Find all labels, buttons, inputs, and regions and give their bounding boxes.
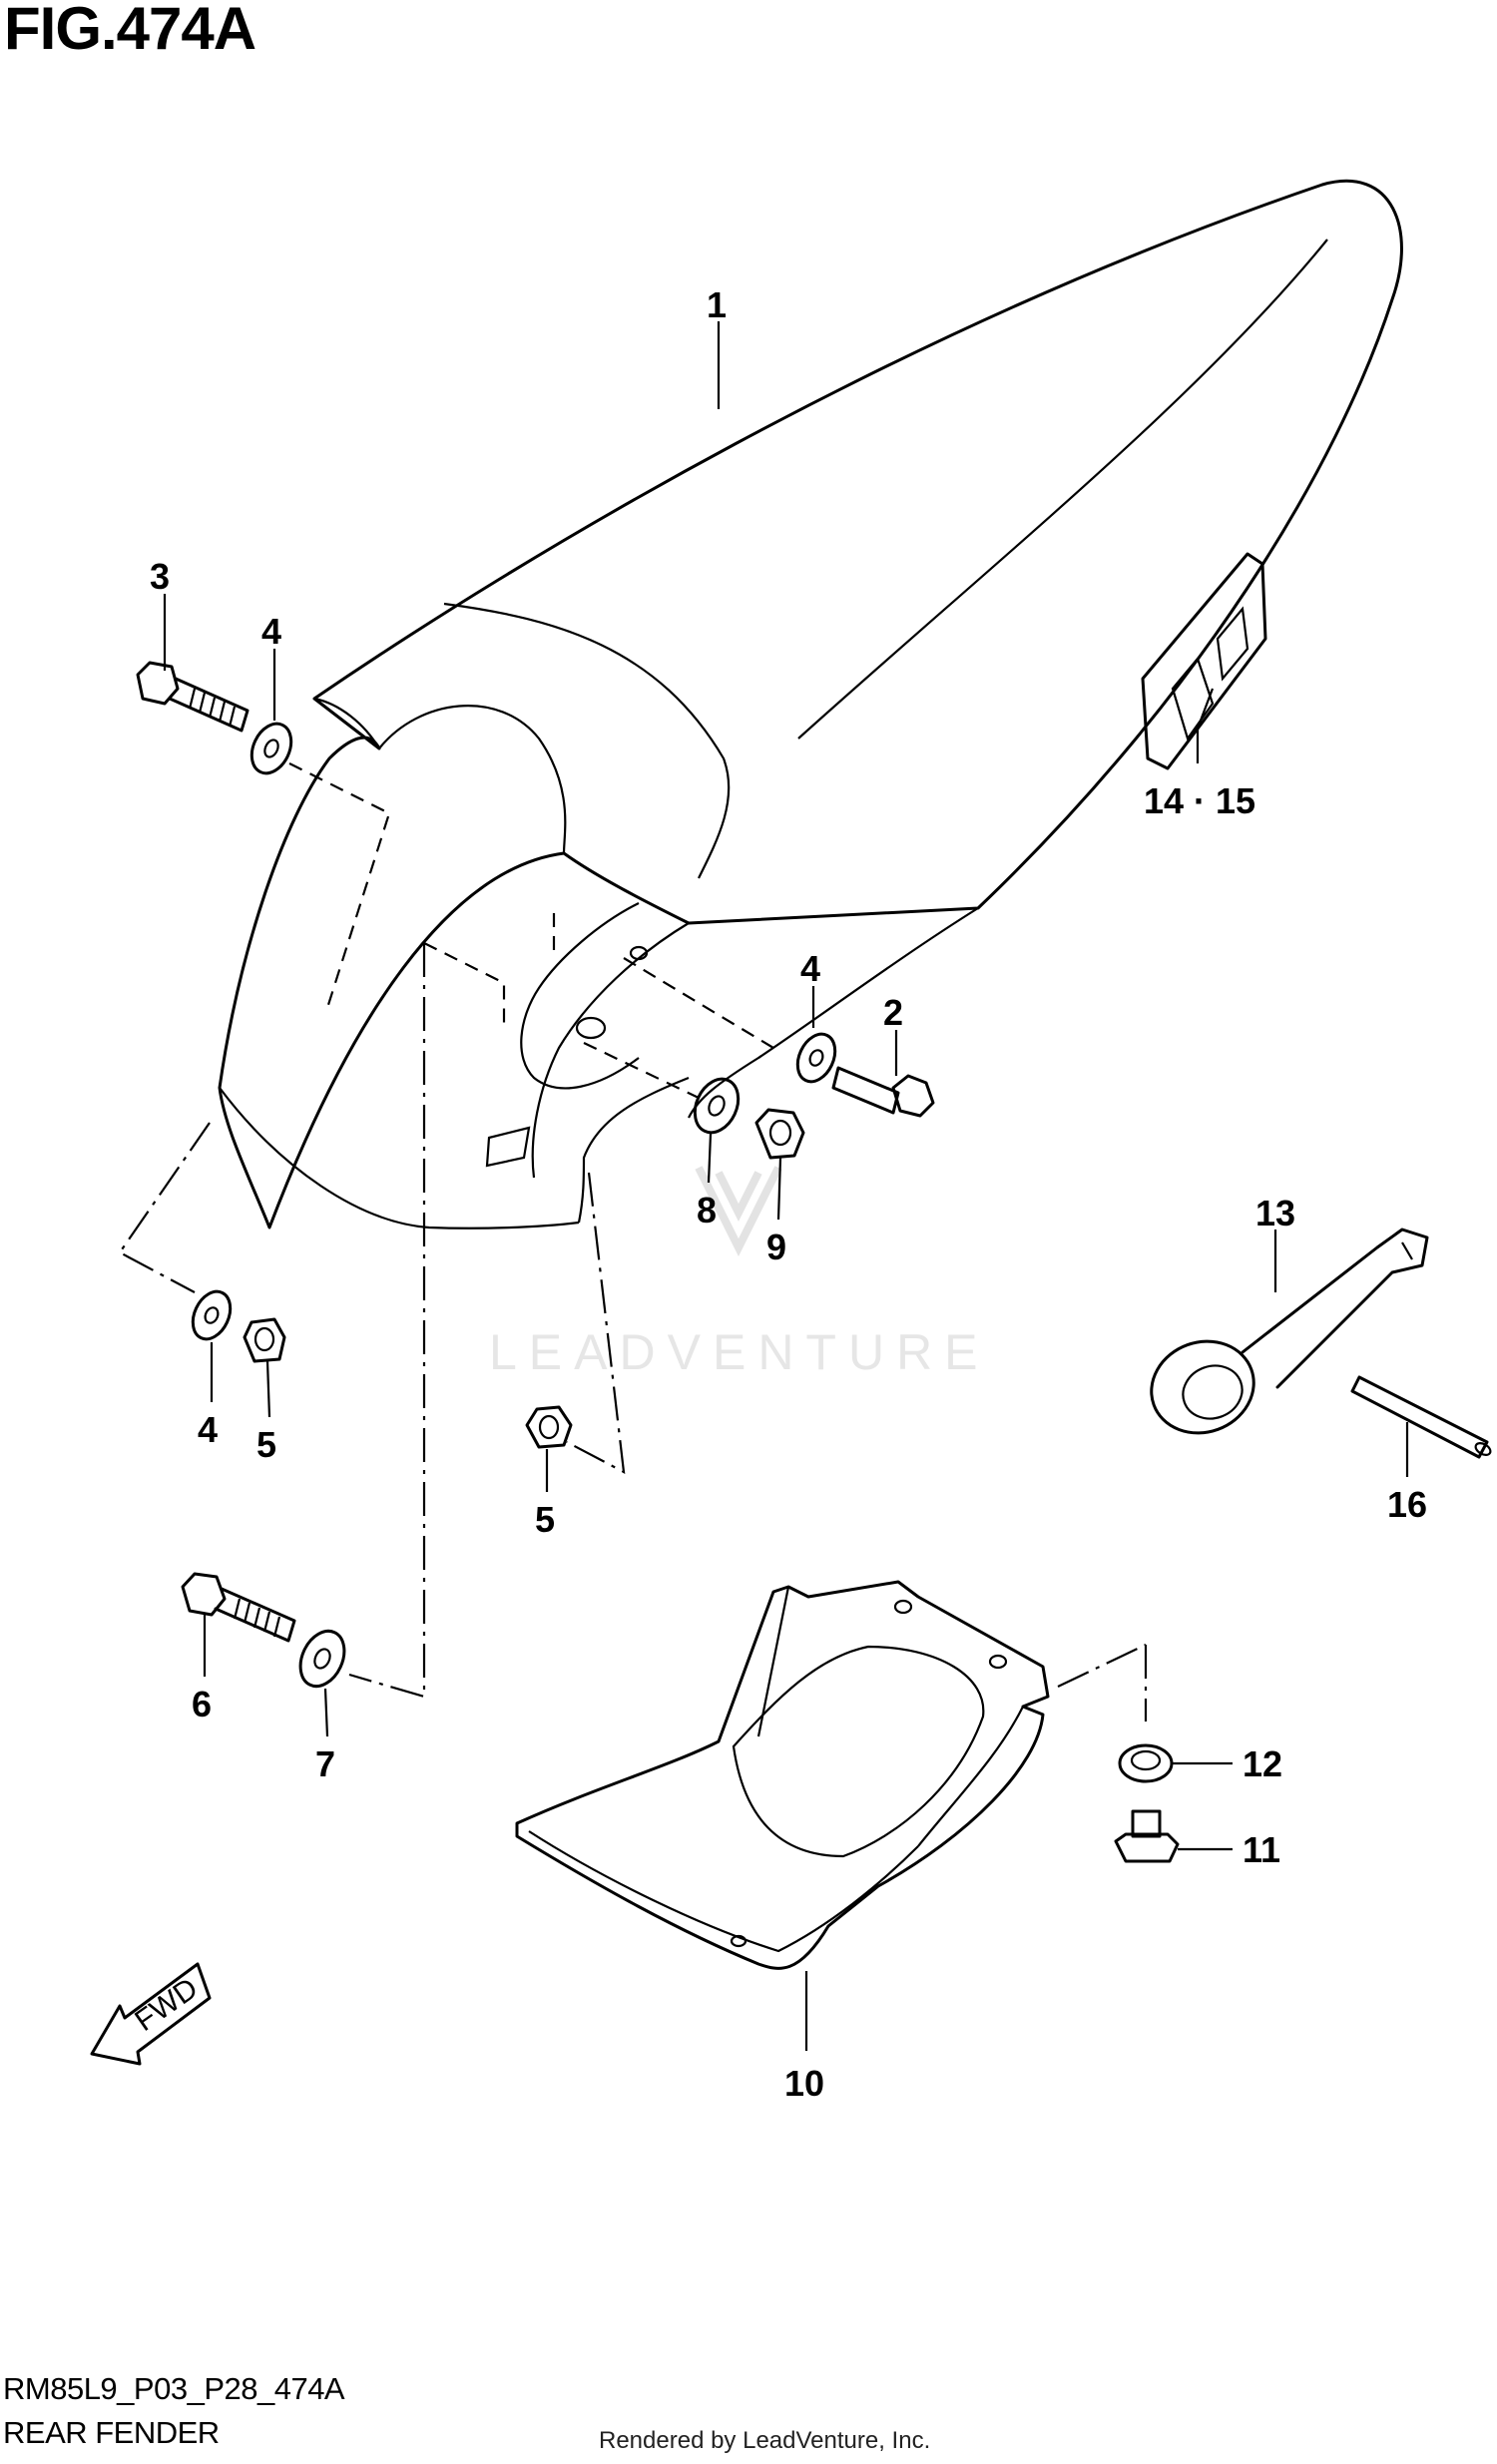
washer-part-8[interactable] [687,1072,747,1140]
diagram-name: REAR FENDER [3,2415,220,2450]
callout-13: 13 [1255,1193,1295,1233]
callout-1: 1 [707,284,727,325]
callout-3: 3 [150,556,170,597]
nut-part-9[interactable] [754,1108,805,1160]
footer-credit: Rendered by LeadVenture, Inc. [599,2427,931,2454]
callout-2: 2 [883,992,903,1033]
washer-part-4c[interactable] [186,1285,238,1345]
callout-4-middle: 4 [800,948,820,989]
callout-5-center: 5 [535,1499,555,1540]
washer-part-4b[interactable] [790,1028,842,1088]
mud-guard-part-10[interactable] [515,1580,1050,1970]
callout-7: 7 [315,1743,335,1784]
bolt-part-11[interactable] [1114,1809,1180,1863]
callout-11: 11 [1243,1829,1280,1870]
figure-title: FIG.474A [4,0,256,62]
washer-part-7[interactable] [292,1624,353,1693]
grommet-part-12[interactable] [1118,1743,1174,1783]
nut-part-5a[interactable] [243,1317,286,1363]
assembly-lines [118,762,1148,1722]
callout-12: 12 [1243,1743,1282,1784]
bolt-part-3[interactable] [136,661,250,733]
watermark-text: LEADVENTURE [489,1324,990,1380]
callout-4-lower: 4 [198,1409,218,1450]
callout-5-left: 5 [256,1424,276,1465]
callouts: 1 3 4 14 · 15 4 2 8 9 13 4 5 5 16 6 7 12… [150,284,1427,2104]
leader-lines [163,321,1409,2051]
washer-part-4a[interactable] [245,718,299,779]
decal-part[interactable] [1141,552,1267,770]
callout-6: 6 [192,1684,212,1725]
watermark: LEADVENTURE [489,1166,990,1380]
bolt-part-6[interactable] [181,1572,296,1643]
callout-14-15: 14 · 15 [1144,780,1255,821]
bolt-part-2[interactable] [831,1066,935,1118]
diagram-code: RM85L9_P03_P28_474A [3,2371,345,2406]
callout-4-upper: 4 [261,611,281,652]
callout-9: 9 [766,1227,786,1267]
callout-8: 8 [697,1190,717,1231]
nut-part-5b[interactable] [525,1405,573,1449]
callout-10: 10 [784,2063,824,2104]
wrench-part-13[interactable] [1139,1228,1429,1447]
rear-fender-part[interactable] [218,179,1403,1230]
fwd-arrow: FWD [90,1962,212,2066]
fwd-label: FWD [129,1972,204,2038]
callout-16: 16 [1387,1484,1427,1525]
pin-part-16[interactable] [1350,1375,1492,1459]
